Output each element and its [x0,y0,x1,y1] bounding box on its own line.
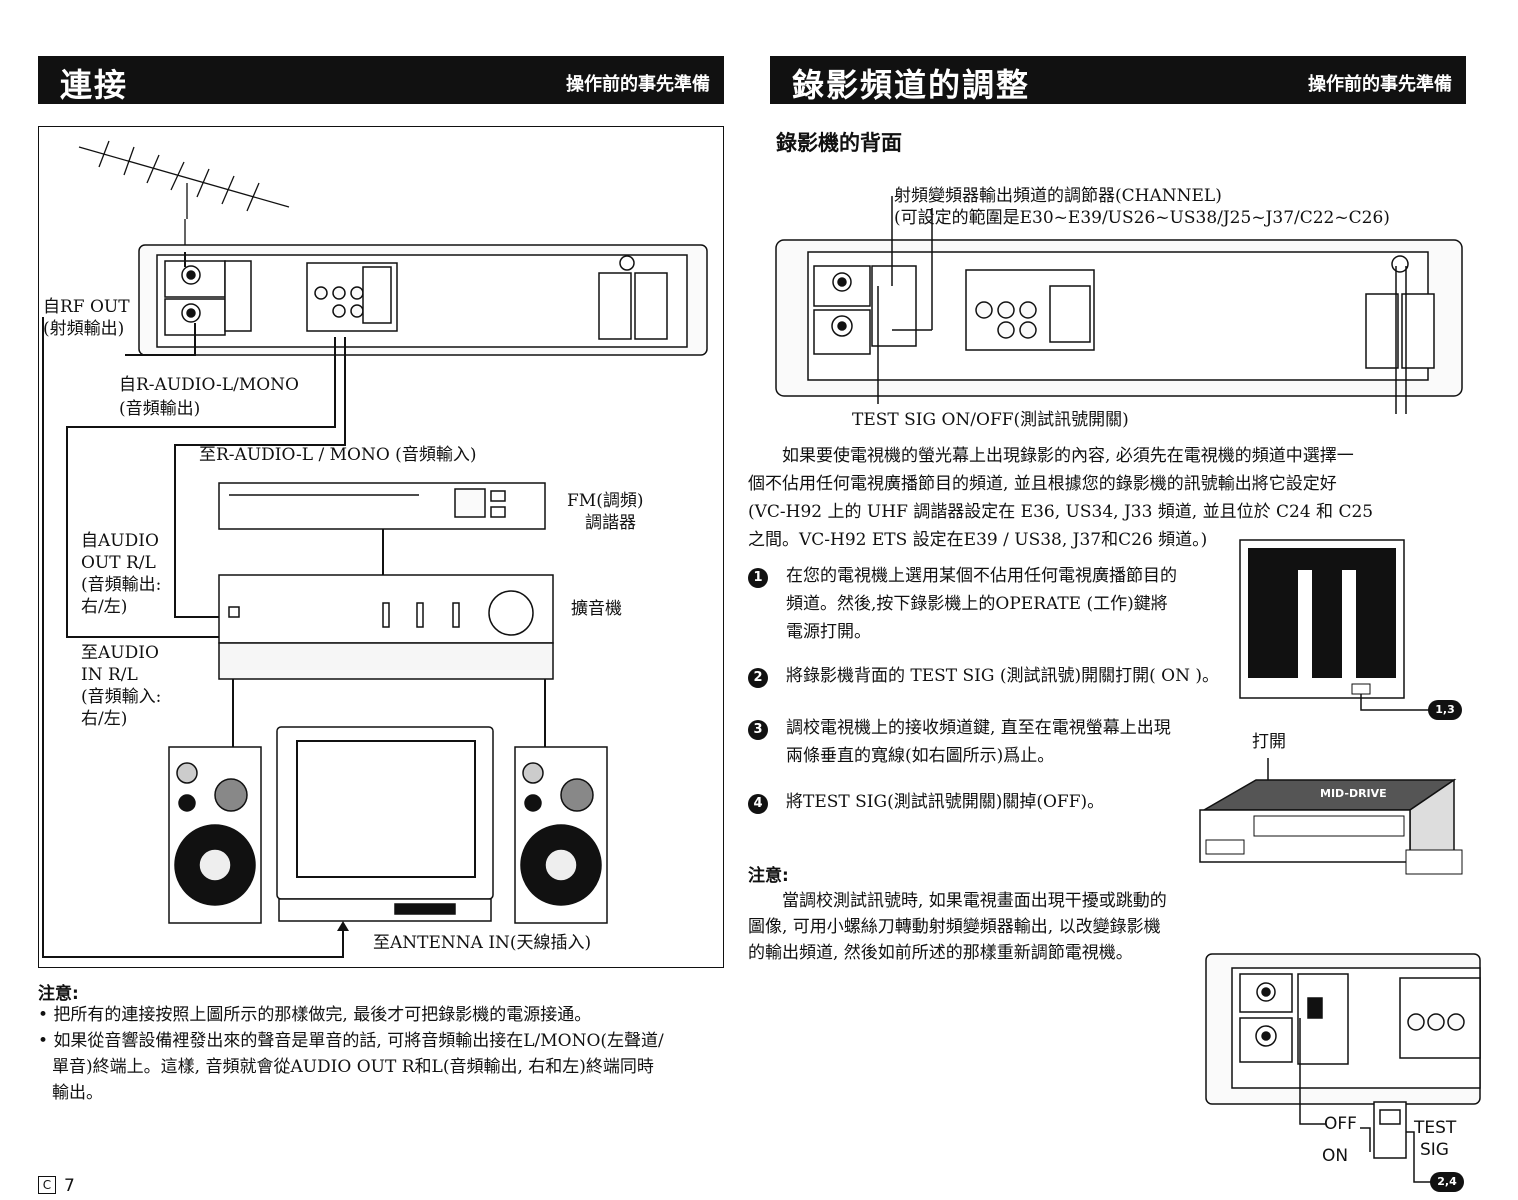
label-rf-out-sub: (射頻輸出) [43,319,125,339]
label-rf-out: 自RF OUT [43,297,130,317]
vcr-rear-panel [138,244,708,356]
switch-off-label: OFF [1324,1114,1357,1134]
amplifier [218,574,554,680]
label-audio-in-4: 右/左) [81,709,128,729]
label-audio-in-1: 至AUDIO [81,643,159,663]
connection-diagram-art [42,140,708,958]
channel-label-2: (可設定的範圍是E30~E39/US26~US38/J25~J37/C22~C2… [894,208,1390,228]
fm-tuner [218,482,546,530]
intro-line: 個不佔用任何電視廣播節目的頻道, 並且根據您的錄影機的訊號輸出將它設定好 [748,474,1337,494]
channel-label-1: 射頻變頻器輸出頻道的調節器(CHANNEL) [894,186,1222,206]
note-item: 單音)終端上。這樣, 音頻就會從AUDIO OUT R和L(音頻輸出, 右和左)… [52,1057,654,1077]
page-number: 7 [64,1176,75,1196]
open-label: 打開 [1252,732,1286,752]
left-banner: 連接 操作前的事先準備 [38,56,724,104]
label-audio-out-3: (音頻輸出: [81,575,162,595]
label-audio-in-2: IN R/L [81,665,138,685]
tv-icon [276,726,494,922]
antenna-icon [78,140,290,252]
tv-callout: 1,3 [1428,700,1462,720]
right-banner-title: 錄影頻道的調整 [792,66,1031,104]
right-vcr-rear-art [775,196,1463,414]
switch-callout: 2,4 [1430,1172,1464,1192]
label-audio-out-2: OUT R/L [81,553,156,573]
label-audio-out-1: 自AUDIO [81,531,159,551]
right-banner-subtitle: 操作前的事先準備 [1308,74,1452,95]
test-sig-switch-detail [1205,953,1481,1183]
step-number: 4 [748,794,768,814]
right-intro: 如果要使電視機的螢光幕上出現錄影的內容, 必須先在電視機的頻道中選擇一 個不佔用… [748,442,1408,554]
note-item: 輸出。 [52,1083,103,1103]
vcr-front-icon [1199,758,1463,875]
note-line: 當調校測試訊號時, 如果電視畫面出現干擾或跳動的 [782,891,1167,911]
vcr-brand: MID-DRIVE [1320,787,1387,800]
label-r-audio-out: 自R-AUDIO-L/MONO [119,375,299,395]
note-item: • 把所有的連接按照上圖所示的那樣做完, 最後才可把錄影機的電源接通。 [38,1005,592,1025]
label-antenna-in: 至ANTENNA IN(天線插入) [373,933,592,953]
label-audio-in-3: (音頻輸入: [81,687,162,707]
label-fm-tuner-1: FM(調頻) [567,491,644,511]
step-number: 1 [748,568,768,588]
left-banner-subtitle: 操作前的事先準備 [566,74,710,95]
right-note-title: 注意: [748,866,789,886]
switch-sig-label: SIG [1420,1140,1449,1160]
switch-on-label: ON [1322,1146,1349,1166]
intro-line: 之間。VC-H92 ETS 設定在E39 / US38, J37和C26 頻道。… [748,530,1208,550]
label-amplifier: 擴音機 [571,599,622,619]
test-sig-label: TEST SIG ON/OFF(測試訊號開關) [852,410,1129,430]
label-fm-tuner-2: 調諧器 [585,513,636,533]
speaker-left-icon [168,746,262,924]
left-note-title: 注意: [38,984,79,1004]
right-note: 當調校測試訊號時, 如果電視畫面出現干擾或跳動的 圖像, 可用小螺絲刀轉動射頻變… [748,888,1218,966]
left-notes: • 把所有的連接按照上圖所示的那樣做完, 最後才可把錄影機的電源接通。 • 如果… [38,1002,728,1106]
label-r-audio-out-sub: (音頻輸出) [119,399,201,419]
step-number: 2 [748,668,768,688]
intro-line: (VC-H92 上的 UHF 調諧器設定在 E36, US34, J33 頻道,… [748,502,1374,522]
right-banner: 錄影頻道的調整 操作前的事先準備 [770,56,1466,104]
left-banner-title: 連接 [60,66,129,104]
connection-diagram: 自RF OUT (射頻輸出) 自R-AUDIO-L/MONO (音頻輸出) 至R… [38,126,724,968]
step-number: 3 [748,720,768,740]
note-line: 圖像, 可用小螺絲刀轉動射頻變頻器輸出, 以改變錄影機 [748,917,1161,937]
note-item: • 如果從音響設備裡發出來的聲音是單音的話, 可將音頻輸出接在L/MONO(左聲… [38,1031,664,1051]
switch-test-label: TEST [1414,1118,1457,1138]
note-line: 的輸出頻道, 然後如前所述的那樣重新調節電視機。 [748,943,1133,963]
label-audio-out-4: 右/左) [81,597,128,617]
intro-line: 如果要使電視機的螢光幕上出現錄影的內容, 必須先在電視機的頻道中選擇一 [782,446,1354,466]
test-signal-tv-icon [1239,539,1430,711]
page-mark: C [38,1176,56,1194]
speaker-right-icon [514,746,608,924]
section-title: 錄影機的背面 [776,131,902,155]
label-r-audio-in: 至R-AUDIO-L / MONO (音頻輸入) [199,445,477,465]
